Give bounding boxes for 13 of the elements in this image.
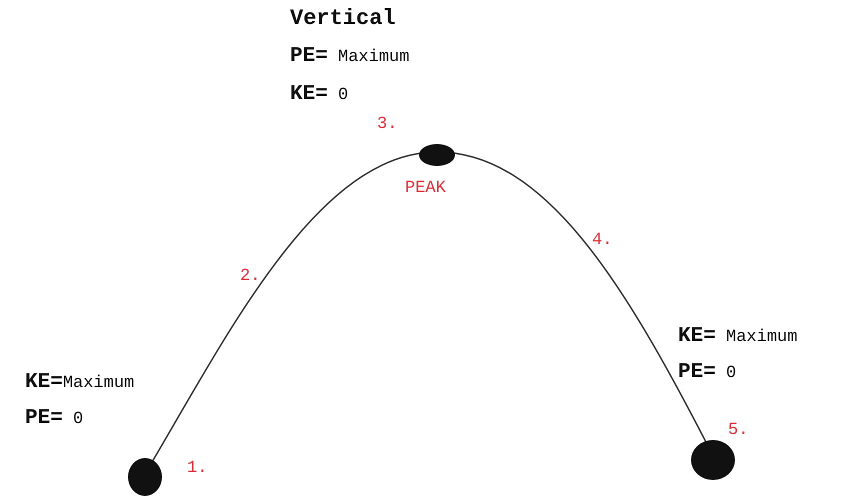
point-number: 2. [240, 268, 260, 285]
peak-label: PEAK [405, 180, 446, 197]
energy-label: PE= Maximum [290, 46, 410, 67]
point-number: 3. [377, 116, 398, 133]
point-number: 4. [592, 232, 612, 249]
point-number: 1. [187, 460, 208, 477]
energy-label: PE= 0 [678, 362, 736, 383]
energy-label: KE= 0 [290, 84, 348, 105]
energy-label: KE= Maximum [678, 326, 798, 347]
heading: Vertical [290, 8, 396, 30]
energy-label: KE=Maximum [25, 372, 134, 393]
energy-label: PE= 0 [25, 408, 84, 429]
point-number: 5. [728, 422, 748, 439]
